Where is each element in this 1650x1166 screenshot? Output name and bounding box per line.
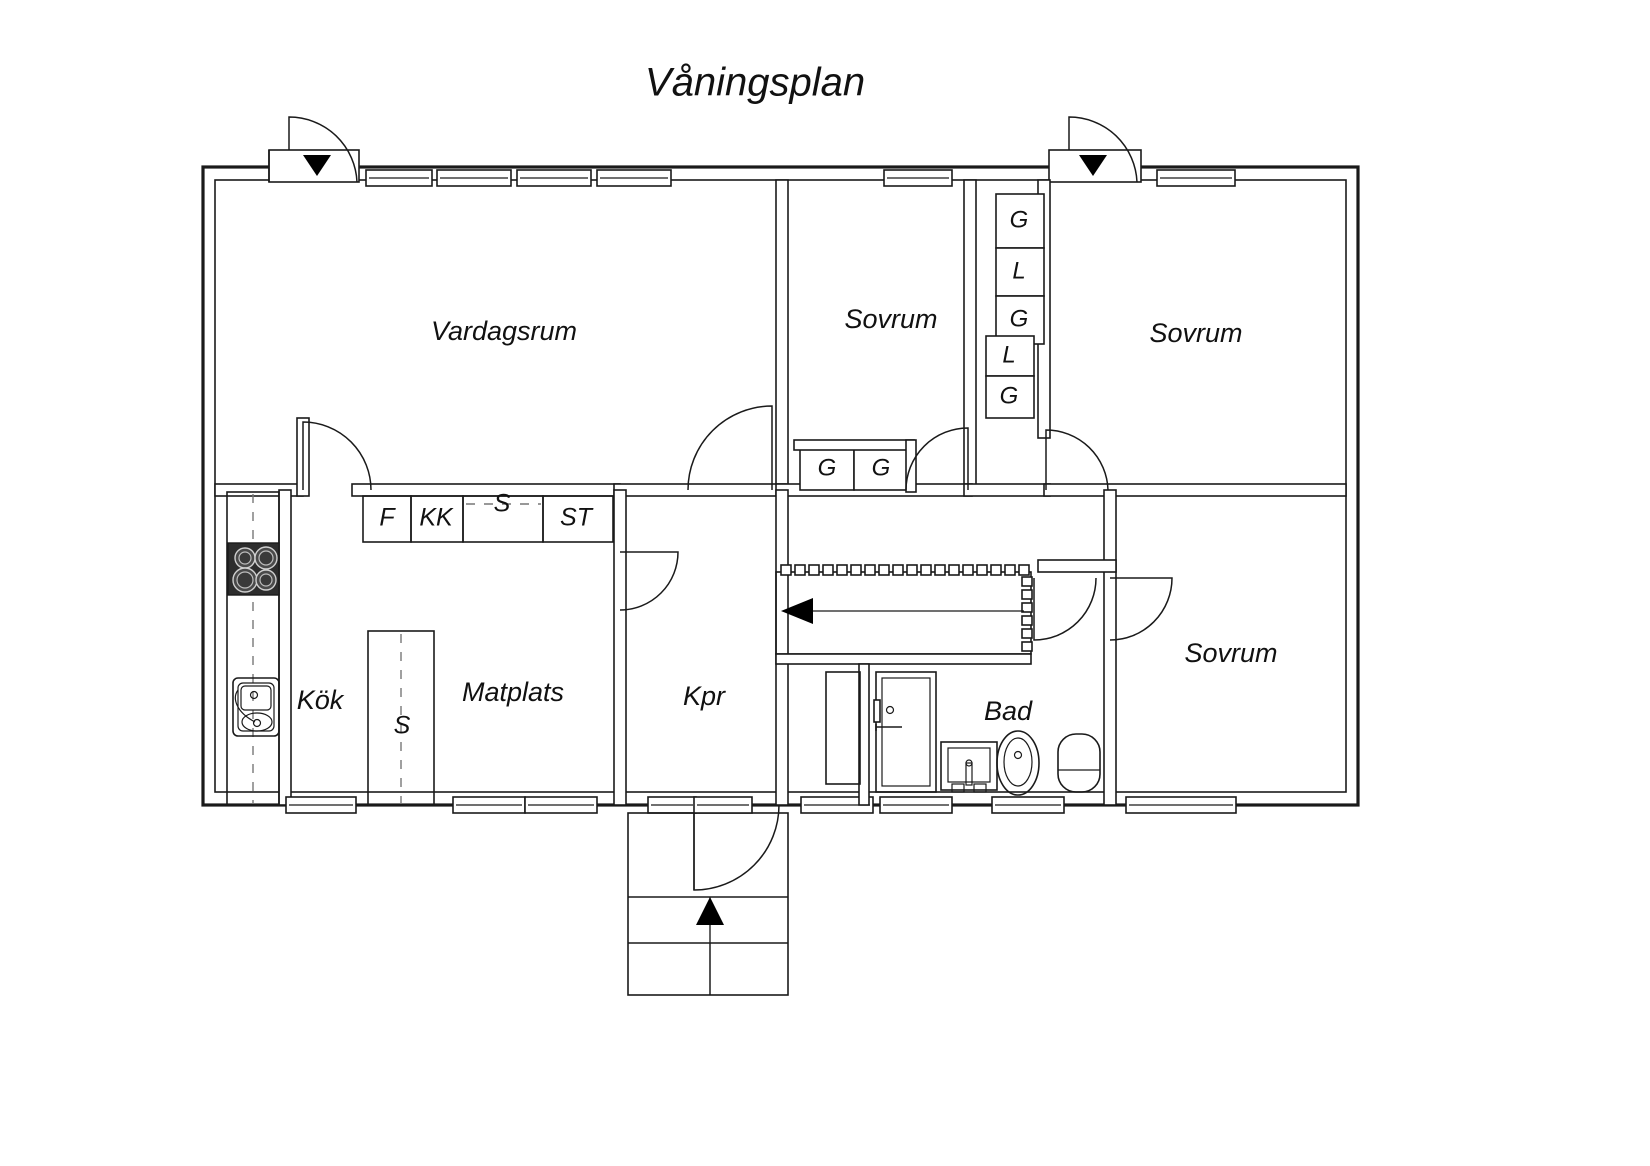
closet-column-vertical: [985, 193, 1045, 419]
room-label-sovrum-ne: Sovrum: [1149, 318, 1242, 348]
window-bottom-matplats-2: [524, 796, 598, 814]
room-label-sovrum-se: Sovrum: [1184, 638, 1277, 668]
cabinet-label-fridge: F: [379, 504, 396, 532]
closet-column-labels: G L G L G: [1000, 206, 1029, 409]
kitchen-sink-icon: [232, 677, 280, 737]
room-label-kpr: Kpr: [683, 681, 726, 711]
cabinet-label-counter: S: [494, 490, 511, 518]
room-label-matplats: Matplats: [462, 677, 564, 707]
window-top-3: [516, 169, 592, 187]
shower-cabin-icon: [873, 671, 937, 793]
closet-row-labels: G G: [818, 454, 891, 481]
kitchen-cabinet-run: [362, 495, 614, 543]
window-top-sovrum-mid: [883, 169, 953, 187]
closet-label-h2: G: [872, 454, 891, 481]
closet-label-h1: G: [818, 454, 837, 481]
window-bottom-kok: [285, 796, 357, 814]
kitchen-counter-left: [226, 491, 280, 806]
interior-walls: [214, 179, 1347, 806]
window-bottom-bad-1: [879, 796, 953, 814]
room-label-bad: Bad: [984, 696, 1033, 726]
room-label-vardagsrum: Vardagsrum: [431, 316, 577, 346]
window-top-2: [436, 169, 512, 187]
closet-label-v2: L: [1012, 257, 1025, 284]
cabinet-label-storage: ST: [560, 504, 594, 532]
stair-up-arrow-icon: [696, 897, 724, 925]
window-top-4: [596, 169, 672, 187]
window-bottom-bad-2: [991, 796, 1065, 814]
room-label-kok: Kök: [297, 685, 345, 715]
internal-staircase: [775, 564, 1033, 665]
bath-cabinet-icon: [1057, 733, 1101, 793]
pantry-unit: [367, 630, 435, 806]
entry-left-down-arrow-icon: [303, 155, 331, 176]
window-group-top-left: [365, 169, 672, 187]
stair-left-arrow-icon: [781, 598, 813, 624]
window-top-1: [365, 169, 433, 187]
closet-label-v5: G: [1000, 382, 1019, 409]
cooktop-icon: [227, 542, 280, 596]
page-title: Våningsplan: [645, 61, 865, 105]
room-labels: Vardagsrum Sovrum Sovrum Sovrum Kök Matp…: [297, 304, 1278, 726]
entrance-left[interactable]: [268, 116, 360, 183]
closet-row-horizontal: [793, 439, 917, 493]
entry-right-down-arrow-icon: [1079, 155, 1107, 176]
closet-label-v1: G: [1010, 206, 1029, 233]
cabinet-label-freezer: KK: [419, 504, 454, 532]
closet-label-v3: G: [1010, 305, 1029, 332]
closet-label-v4: L: [1002, 341, 1015, 368]
exterior-entrance-stairs: [627, 796, 789, 996]
cabinet-label-pantry: S: [394, 712, 411, 740]
window-bottom-matplats-1: [452, 796, 526, 814]
door-swings: [302, 405, 1173, 891]
entrance-right[interactable]: [1048, 116, 1142, 183]
washbasin-icon: [940, 741, 998, 793]
window-bottom-kpr: [647, 796, 697, 814]
bathroom-fixtures: [825, 663, 1101, 806]
room-label-sovrum-mid: Sovrum: [844, 304, 937, 334]
window-bottom-sovrum-se: [1125, 796, 1237, 814]
window-top-sovrum-ne: [1156, 169, 1236, 187]
toilet-icon: [996, 730, 1040, 796]
kitchen-unit-labels: F KK S ST S: [379, 490, 593, 740]
